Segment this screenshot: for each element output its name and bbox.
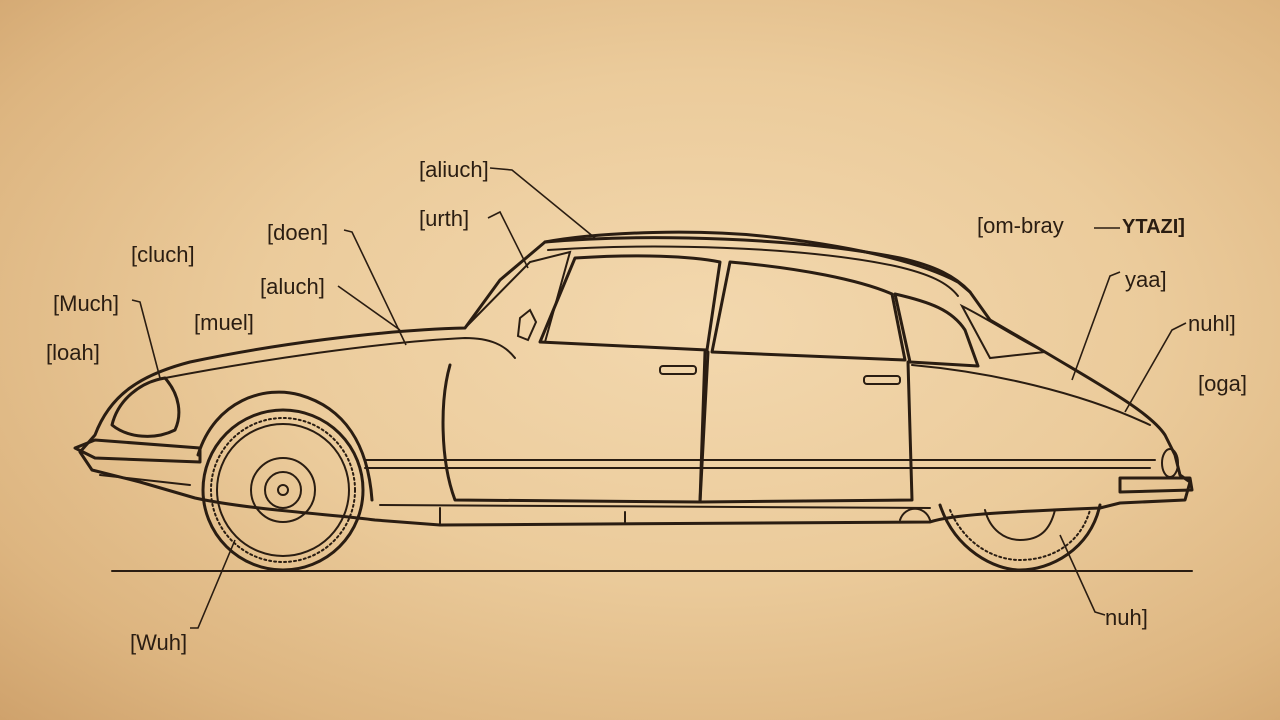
leader-nuhl	[1124, 322, 1187, 413]
label-nuh-bottom: nuh]	[1105, 605, 1148, 630]
front-wheel	[201, 408, 365, 572]
label-nuhl: nuhl]	[1188, 311, 1236, 336]
rear-door-handle	[863, 375, 901, 385]
front-door-handle	[659, 365, 697, 375]
label-wuh: [Wuh]	[130, 630, 187, 655]
roof-rail-inner	[547, 245, 959, 297]
leader-yaa	[1071, 271, 1121, 381]
label-muel: [muel]	[194, 310, 254, 335]
label-aluch: [aluch]	[260, 274, 325, 299]
leader-lines	[131, 167, 1187, 629]
label-ytazi: YTAZI]	[1122, 216, 1185, 238]
leader-aliuch	[489, 167, 596, 239]
rear-door	[698, 350, 914, 504]
rear-wheel	[938, 503, 1102, 572]
headlight	[110, 376, 181, 438]
front-bumper-lower	[99, 474, 191, 486]
bonnet-line	[164, 336, 516, 379]
label-oga: [oga]	[1198, 371, 1247, 396]
rear-window	[959, 303, 1049, 360]
label-yaa: yaa]	[1125, 267, 1167, 292]
leader-much	[131, 299, 161, 379]
label-cluch: [cluch]	[131, 242, 195, 267]
label-doen: [doen]	[267, 220, 328, 245]
labels: [aliuch] [urth] [doen] [aluch] [muel] [c…	[46, 157, 1247, 655]
rear-light	[1161, 448, 1179, 478]
label-much: [Much]	[53, 291, 119, 316]
front-side-window	[538, 254, 722, 352]
leader-wuh	[190, 539, 236, 629]
side-mirror	[516, 308, 538, 342]
label-loah: [loah]	[46, 340, 100, 365]
label-urth: [urth]	[419, 206, 469, 231]
sill-line	[379, 504, 931, 509]
car-body-outline	[78, 230, 1192, 527]
front-bumper	[73, 438, 202, 464]
leader-aluch	[337, 285, 401, 331]
leader-urth	[487, 210, 529, 269]
leader-nuh	[1059, 534, 1106, 616]
car-illustration	[73, 230, 1194, 572]
rear-skirt-bump	[899, 507, 931, 521]
front-wheel-arch	[196, 390, 374, 502]
label-om-bray: [om-bray	[977, 213, 1064, 238]
leader-doen	[343, 229, 407, 346]
rear-bumper	[1118, 476, 1194, 494]
quarter-window	[893, 292, 980, 368]
label-aliuch: [aliuch]	[419, 157, 489, 182]
rear-fender	[911, 364, 1151, 426]
rear-side-window	[710, 260, 907, 362]
front-door	[441, 350, 707, 504]
roof-rail	[543, 236, 972, 294]
